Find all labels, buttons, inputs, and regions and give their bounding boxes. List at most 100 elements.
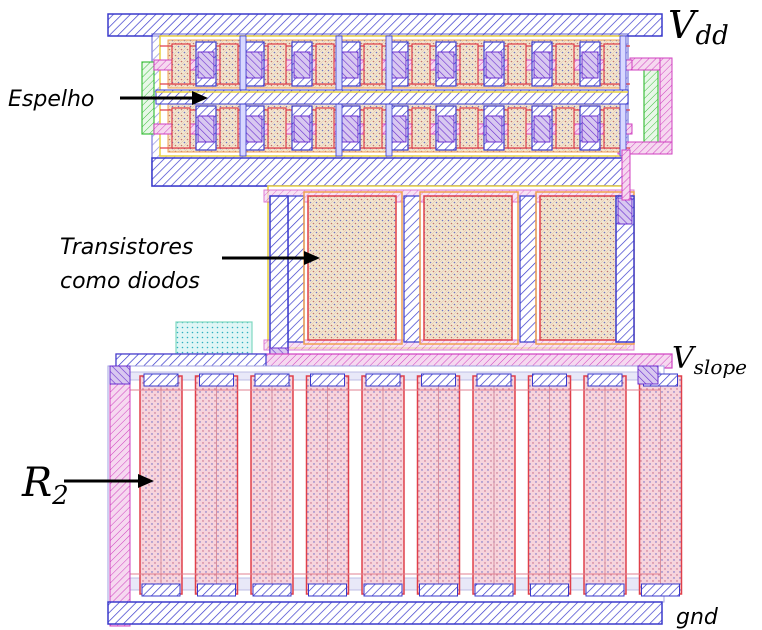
mirror-vertical-strap — [619, 35, 627, 93]
mirror-gate — [507, 43, 527, 85]
resistor-top-contact — [199, 373, 234, 387]
mirror-gate — [315, 43, 335, 85]
resistor-top-contact — [254, 373, 290, 387]
resistor-finger — [416, 373, 461, 597]
mirror-gate — [555, 107, 575, 149]
vslope-label: Vslope — [672, 341, 747, 379]
mirror-gate — [603, 43, 623, 85]
transistores-label-line2: como diodos — [60, 269, 200, 294]
resistor-top-contact — [310, 373, 345, 387]
diode-transistor — [403, 191, 519, 345]
mirror-vertical-strap — [385, 99, 393, 157]
resistor-top-contact — [421, 373, 456, 387]
resistor-bottom-contact — [585, 583, 625, 597]
resistor-top-contact — [532, 373, 567, 387]
resistor-bottom-contact — [197, 583, 236, 597]
mirror-via — [485, 115, 503, 143]
mirror-via — [533, 51, 551, 79]
mirror-via — [245, 51, 263, 79]
mirror-gate — [267, 107, 287, 149]
resistor-finger — [638, 373, 683, 597]
diode-gate — [539, 195, 629, 341]
diode-cells — [287, 191, 635, 345]
mirror-gate — [219, 107, 239, 149]
mirror-gate — [603, 107, 623, 149]
espelho-label: Espelho — [8, 87, 94, 112]
diode-gate — [307, 195, 397, 341]
diode-outline — [303, 191, 403, 345]
resistor-finger — [305, 373, 350, 597]
gnd-rail — [107, 601, 663, 625]
resistor-finger — [139, 373, 183, 597]
diode-transistor — [287, 191, 403, 345]
resistor-finger — [527, 373, 572, 597]
mirror-vertical-strap — [239, 99, 247, 157]
mirror-via — [341, 115, 359, 143]
resistor-bottom-contact — [308, 583, 347, 597]
mirror-gate — [507, 107, 527, 149]
mirror-via — [485, 51, 503, 79]
resistor-r2 — [107, 365, 683, 627]
r2-arrow — [64, 474, 154, 488]
resistor-fingers — [112, 373, 683, 597]
diode-transistors — [263, 149, 635, 369]
mirror-vertical-strap — [385, 35, 393, 93]
resistor-top-contact — [476, 373, 512, 387]
mirror-gate — [219, 43, 239, 85]
mirror-row — [153, 35, 633, 93]
mirror-gate — [411, 107, 431, 149]
mirror-gate — [171, 43, 191, 85]
mirror-via — [293, 51, 311, 79]
mirror-via — [197, 51, 215, 79]
resistor-finger — [583, 373, 627, 597]
mirror-via — [197, 115, 215, 143]
diode-metal-strap — [287, 195, 305, 343]
mirror-vertical-strap — [239, 35, 247, 93]
diode-metal-strap — [403, 195, 421, 343]
mirror-gate — [363, 43, 383, 85]
mirror-gate — [459, 107, 479, 149]
resistor-finger — [194, 373, 239, 597]
mirror-via — [437, 51, 455, 79]
mirror-via — [437, 115, 455, 143]
mirror-rows — [153, 35, 633, 157]
transistores-label-line1: Transistores — [60, 235, 193, 260]
resistor-bottom-contact — [641, 583, 680, 597]
resistor-bottom-contact — [474, 583, 514, 597]
vdd-label: Vdd — [668, 3, 729, 51]
mirror-vertical-strap — [335, 99, 343, 157]
resistor-bottom-contact — [252, 583, 292, 597]
mirror-gate — [267, 43, 287, 85]
resistor-bottom-contact — [530, 583, 569, 597]
resistor-bottom-contact — [419, 583, 458, 597]
resistor-top-contact — [143, 373, 179, 387]
diode-transistor — [519, 191, 635, 345]
mirror-gate — [459, 43, 479, 85]
resistor-top-contact — [587, 373, 623, 387]
mirror-gate — [555, 43, 575, 85]
mirror-via — [341, 51, 359, 79]
resistor-finger — [361, 373, 405, 597]
resistor-bottom-contact — [363, 583, 403, 597]
diode-outline — [419, 191, 519, 345]
transistores-arrow — [222, 251, 320, 265]
diode-gate — [423, 195, 513, 341]
espelho-arrow — [120, 91, 208, 105]
vdd-rail — [107, 13, 663, 37]
mirror-via — [581, 115, 599, 143]
mirror-vertical-strap — [335, 35, 343, 93]
gnd-label: gnd — [676, 605, 719, 630]
mirror-vertical-strap — [619, 99, 627, 157]
diode-metal-strap — [519, 195, 537, 343]
resistor-finger — [472, 373, 516, 597]
mirror-via — [533, 115, 551, 143]
mirror-via — [581, 51, 599, 79]
resistor-finger — [250, 373, 294, 597]
mirror-via — [245, 115, 263, 143]
mirror-row — [153, 99, 633, 157]
current-mirror — [141, 33, 673, 187]
r2-label: R2 — [21, 460, 69, 511]
resistor-top-contact — [365, 373, 401, 387]
mirror-gate — [363, 107, 383, 149]
